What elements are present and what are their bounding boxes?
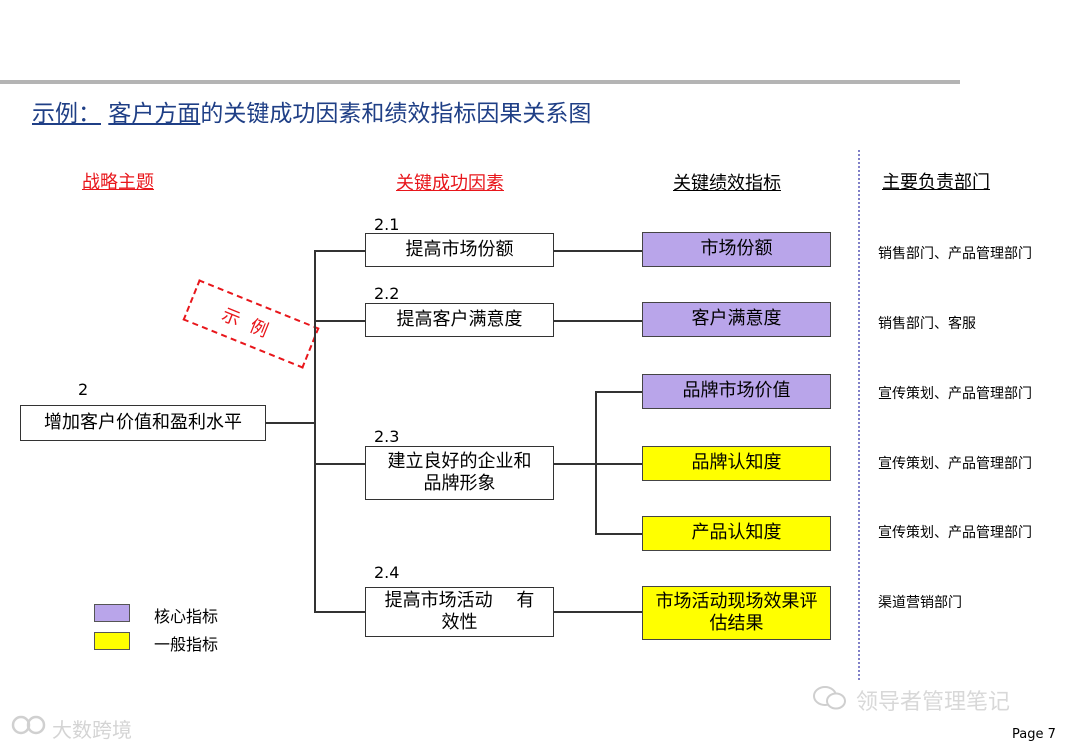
dept-label: 销售部门、客服	[878, 316, 976, 332]
connector	[266, 422, 315, 424]
connector	[554, 320, 643, 322]
connector	[595, 533, 643, 535]
factor-label: 建立良好的企业和品牌形象	[387, 450, 532, 495]
kpi-box-general: 市场活动现场效果评估结果	[642, 586, 831, 640]
column-separator	[858, 150, 860, 680]
kpi-label: 产品认知度	[691, 522, 782, 544]
strategy-number: 2	[78, 380, 89, 399]
connector	[595, 391, 597, 534]
strategy-label: 增加客户价值和盈利水平	[44, 411, 242, 433]
page-number: Page 7	[1012, 727, 1056, 742]
watermark-left: 大数跨境	[52, 718, 132, 742]
connector	[554, 611, 643, 613]
title-prefix: 示例：	[32, 101, 101, 127]
page-title: 示例： 客户方面的关键成功因素和绩效指标因果关系图	[32, 94, 591, 128]
kpi-box-core: 客户满意度	[642, 302, 831, 337]
wechat-icon	[812, 684, 848, 712]
column-head-strategy: 战略主题	[82, 172, 154, 193]
connector	[595, 391, 643, 393]
dept-label: 销售部门、产品管理部门	[878, 246, 1032, 262]
factor-number: 2.2	[374, 284, 400, 303]
factor-label: 提高市场份额	[405, 238, 514, 260]
connector	[554, 250, 643, 252]
top-divider	[0, 80, 960, 84]
factor-number: 2.1	[374, 215, 400, 234]
legend-label-core: 核心指标	[154, 607, 219, 626]
factor-box: 建立良好的企业和品牌形象	[365, 446, 554, 500]
connector	[314, 320, 366, 322]
watermark-right: 领导者管理笔记	[856, 690, 1011, 715]
factor-number: 2.3	[374, 427, 400, 446]
example-stamp: 示例	[182, 279, 320, 369]
kpi-label: 市场份额	[700, 238, 773, 260]
factor-box: 提高市场活动 有效性	[365, 587, 554, 637]
kpi-label: 客户满意度	[691, 308, 782, 330]
dept-label: 渠道营销部门	[878, 595, 962, 611]
kpi-label: 品牌认知度	[691, 452, 782, 474]
kpi-label: 品牌市场价值	[682, 380, 791, 402]
dept-label: 宣传策划、产品管理部门	[878, 386, 1032, 402]
kpi-box-core: 市场份额	[642, 232, 831, 267]
dept-label: 宣传策划、产品管理部门	[878, 456, 1032, 472]
kpi-box-general: 产品认知度	[642, 516, 831, 551]
kpi-box-core: 品牌市场价值	[642, 374, 831, 409]
column-head-csf: 关键成功因素	[396, 173, 504, 194]
connector	[314, 463, 366, 465]
factor-label: 提高市场活动 有效性	[384, 589, 535, 634]
title-rest: 的关键成功因素和绩效指标因果关系图	[200, 101, 592, 127]
dept-label: 宣传策划、产品管理部门	[878, 525, 1032, 541]
factor-box: 提高市场份额	[365, 233, 554, 267]
column-head-kpi: 关键绩效指标	[673, 173, 781, 194]
kpi-box-general: 品牌认知度	[642, 446, 831, 481]
title-underlined: 客户方面	[108, 101, 201, 127]
connector	[314, 250, 316, 612]
column-head-dept: 主要负责部门	[882, 172, 990, 193]
legend-swatch-core	[94, 604, 130, 622]
factor-number: 2.4	[374, 563, 400, 582]
factor-box: 提高客户满意度	[365, 303, 554, 337]
connector	[314, 250, 366, 252]
legend-swatch-general	[94, 632, 130, 650]
legend-label-general: 一般指标	[154, 635, 219, 654]
strategy-box: 增加客户价值和盈利水平	[20, 405, 266, 441]
kpi-label: 市场活动现场效果评估结果	[655, 590, 818, 635]
logo-icon	[10, 712, 48, 738]
connector	[554, 463, 643, 465]
factor-label: 提高客户满意度	[396, 308, 523, 330]
connector	[314, 611, 366, 613]
